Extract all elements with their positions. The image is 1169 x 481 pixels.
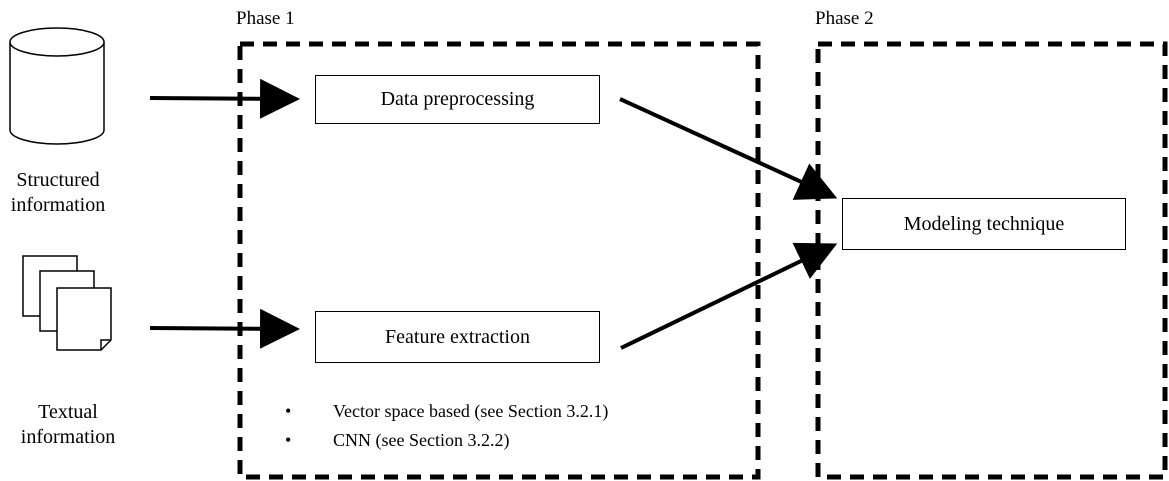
list-item: • CNN (see Section 3.2.2) [285, 426, 608, 455]
textual-information-label: Textual information [0, 400, 136, 450]
structured-information-label: Structured information [0, 168, 116, 218]
bullet-glyph: • [285, 401, 292, 421]
feature-extraction-methods-list: • Vector space based (see Section 3.2.1)… [285, 397, 608, 455]
arrow-structured-to-preprocessing [149, 78, 300, 119]
phase1-title: Phase 1 [236, 8, 295, 29]
database-cylinder-icon [9, 27, 105, 145]
modeling-technique-box: Modeling technique [842, 198, 1126, 250]
data-preprocessing-box: Data preprocessing [315, 75, 600, 124]
list-item-text: CNN (see Section 3.2.2) [333, 430, 510, 450]
textual-label-line2: information [20, 426, 116, 448]
phase2-frame [815, 41, 1168, 480]
structured-label-line1: Structured [16, 169, 100, 191]
arrow-preprocessing-to-modeling [619, 97, 838, 200]
bullet-glyph: • [285, 430, 292, 450]
phase1-frame [237, 41, 761, 480]
list-item-text: Vector space based (see Section 3.2.1) [333, 401, 609, 421]
arrow-feature-extraction-to-modeling [620, 242, 838, 350]
documents-stack-icon [22, 255, 112, 351]
feature-extraction-box: Feature extraction [315, 311, 600, 363]
structured-label-line2: information [10, 194, 106, 216]
textual-label-line1: Textual [38, 401, 98, 423]
arrow-textual-to-feature-extraction [149, 308, 300, 349]
list-item: • Vector space based (see Section 3.2.1) [285, 397, 608, 426]
phase2-title: Phase 2 [815, 8, 874, 29]
